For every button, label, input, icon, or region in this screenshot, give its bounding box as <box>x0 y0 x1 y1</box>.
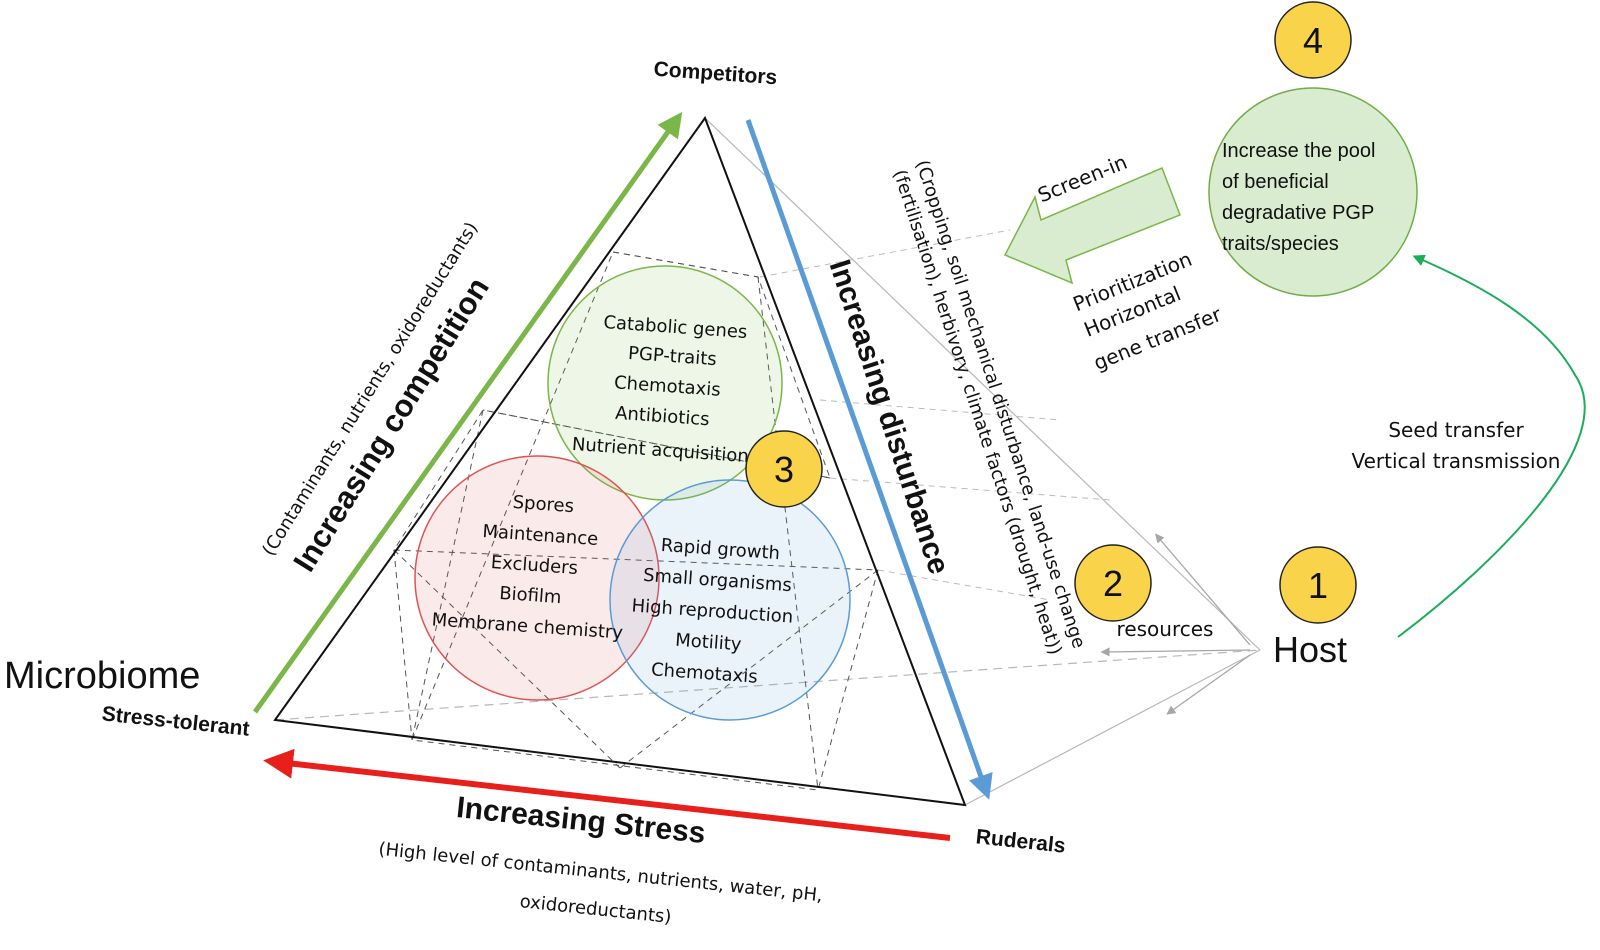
blue-item: Motility <box>675 630 743 656</box>
red-item: Spores <box>512 492 575 517</box>
badge-1: 1 <box>1279 546 1357 624</box>
green-strategy-circle <box>547 265 783 501</box>
microbiome-label: Microbiome <box>4 655 200 697</box>
pool-line: traits/species <box>1222 233 1339 255</box>
stress-subtitle-line2: oxidoreductants) <box>519 891 673 928</box>
pool-line: Increase the pool <box>1222 140 1375 162</box>
badge-4: 4 <box>1274 1 1352 79</box>
resources-label: resources <box>1117 617 1214 641</box>
badge-2: 2 <box>1074 544 1152 622</box>
competitors-label: Competitors <box>653 58 778 90</box>
pyramid-back-edges <box>274 117 1261 806</box>
pool-line: degradative PGP <box>1222 202 1374 224</box>
seed-transfer-arrow <box>1397 254 1586 638</box>
ruderals-label: Ruderals <box>975 825 1067 857</box>
pyramid-front-face <box>273 115 967 807</box>
host-label: Host <box>1273 629 1347 670</box>
badge-1-number: 1 <box>1308 565 1328 606</box>
seed-line: Vertical transmission <box>1352 449 1561 473</box>
screen-in-arrow <box>1003 167 1181 285</box>
red-strategy-circle <box>414 455 660 701</box>
stress-title: Increasing Stress <box>455 791 707 850</box>
badge-3-number: 3 <box>774 449 794 490</box>
resources-arrows <box>1100 533 1251 715</box>
competition-arrow <box>252 111 683 714</box>
disturbance-arrow <box>745 119 993 800</box>
badge-3: 3 <box>745 430 823 508</box>
seed-line: Seed transfer <box>1388 418 1524 442</box>
stress-tolerant-label: Stress-tolerant <box>101 702 251 740</box>
stress-arrow <box>263 748 951 841</box>
seed-lines: Seed transfer Vertical transmission <box>1352 418 1561 473</box>
badge-4-number: 4 <box>1303 20 1323 61</box>
arrow-lines: Prioritization Horizontal gene transfer <box>1069 247 1225 375</box>
pool-line: of beneficial <box>1222 171 1329 193</box>
red-item: Biofilm <box>499 583 563 608</box>
blue-strategy-circle <box>609 479 851 721</box>
pool-circle-text: Increase the pool of beneficial degradat… <box>1222 140 1375 255</box>
stress-subtitle-line1: (High level of contaminants, nutrients, … <box>377 839 823 907</box>
badge-2-number: 2 <box>1103 563 1123 604</box>
pool-circle <box>1208 87 1418 297</box>
